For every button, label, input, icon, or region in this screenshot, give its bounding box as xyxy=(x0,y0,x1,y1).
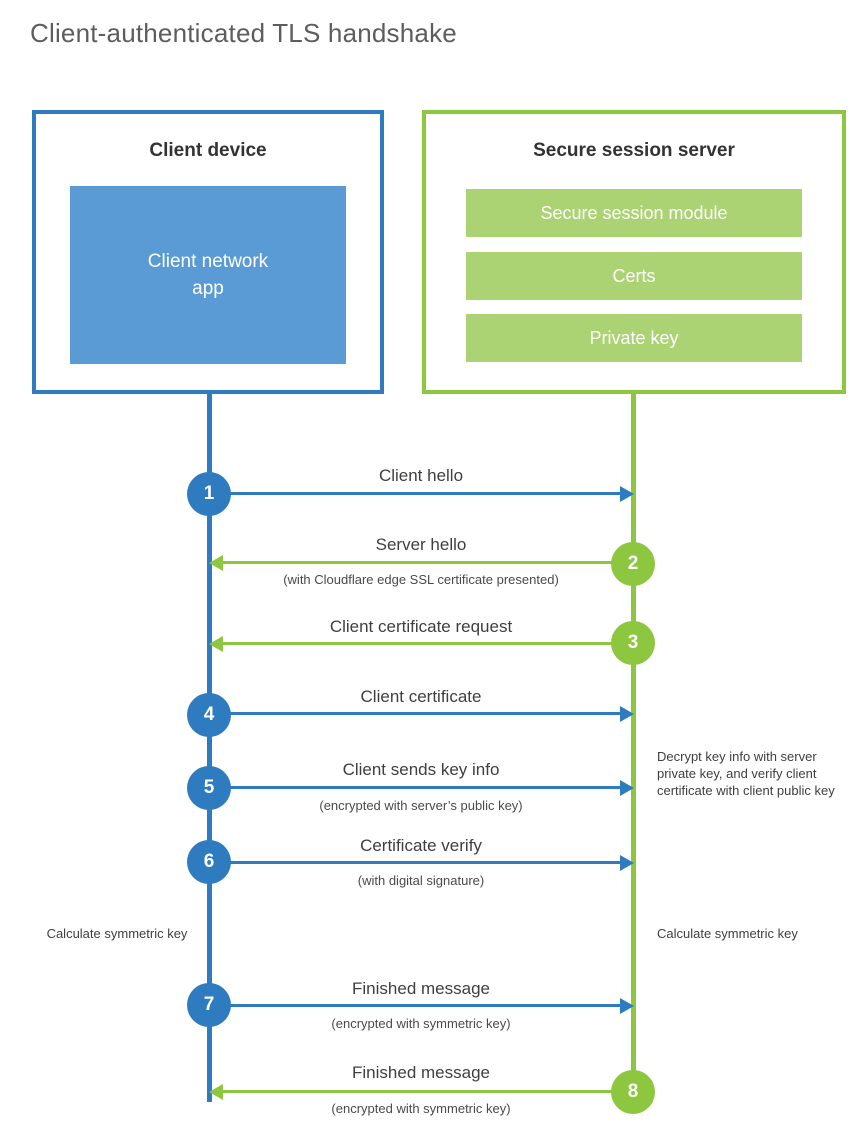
client-app-line2: app xyxy=(192,278,224,299)
step-2-sublabel: (with Cloudflare edge SSL certificate pr… xyxy=(283,572,559,587)
step-1-label: Client hello xyxy=(378,466,464,485)
step-6-sublabel: (with digital signature) xyxy=(357,873,485,888)
client-device-panel: Client device Client network app xyxy=(32,110,384,394)
step-7-label: Finished message xyxy=(352,979,490,998)
step-8-arrowhead-icon xyxy=(209,1084,223,1100)
step-7-arrowhead-icon xyxy=(620,998,634,1014)
note-decrypt-key-info: Decrypt key info with server private key… xyxy=(657,749,835,798)
note-calculate-symmetric-key-client: Calculate symmetric key xyxy=(46,926,188,941)
server-block-private-key: Private key xyxy=(466,314,802,362)
server-block-secure-session-module: Secure session module xyxy=(466,189,802,237)
client-app-line1: Client network xyxy=(147,251,269,272)
step-5-label: Client sends key info xyxy=(342,760,500,779)
step-1-arrow-line xyxy=(209,492,623,495)
step-2-arrow-line xyxy=(213,561,627,564)
server-lifeline xyxy=(631,392,636,1092)
client-device-title: Client device xyxy=(149,140,267,161)
step-5-arrowhead-icon xyxy=(620,780,634,796)
step-6-arrow-line xyxy=(209,861,623,864)
step-8-circle[interactable]: 8 xyxy=(611,1070,655,1114)
note-calculate-symmetric-key-server: Calculate symmetric key xyxy=(657,926,798,941)
client-lifeline xyxy=(207,392,212,1102)
step-4-label: Client certificate xyxy=(360,687,482,706)
server-block-certs: Certs xyxy=(466,252,802,300)
secure-session-server-title: Secure session server xyxy=(533,140,735,161)
step-6-arrowhead-icon xyxy=(620,855,634,871)
client-network-app-label: Client network app xyxy=(148,248,268,302)
page-title: Client-authenticated TLS handshake xyxy=(30,18,457,48)
step-6-label: Certificate verify xyxy=(360,836,482,855)
step-8-arrow-line xyxy=(213,1090,627,1093)
step-4-circle[interactable]: 4 xyxy=(187,693,231,737)
step-7-circle[interactable]: 7 xyxy=(187,983,231,1027)
client-network-app-block: Client network app xyxy=(70,186,346,364)
step-1-arrowhead-icon xyxy=(620,486,634,502)
step-8-sublabel: (encrypted with symmetric key) xyxy=(331,1101,511,1116)
step-3-circle[interactable]: 3 xyxy=(611,621,655,665)
step-1-circle[interactable]: 1 xyxy=(187,472,231,516)
step-3-label: Client certificate request xyxy=(329,617,513,636)
secure-session-server-panel: Secure session server Secure session mod… xyxy=(422,110,846,394)
step-7-sublabel: (encrypted with symmetric key) xyxy=(331,1016,511,1031)
step-7-arrow-line xyxy=(209,1004,623,1007)
step-4-arrow-line xyxy=(209,712,623,715)
step-3-arrowhead-icon xyxy=(209,636,223,652)
step-5-sublabel: (encrypted with server’s public key) xyxy=(319,798,523,813)
step-4-arrowhead-icon xyxy=(620,706,634,722)
step-8-label: Finished message xyxy=(352,1063,490,1082)
step-5-circle[interactable]: 5 xyxy=(187,766,231,810)
step-2-circle[interactable]: 2 xyxy=(611,542,655,586)
step-6-circle[interactable]: 6 xyxy=(187,840,231,884)
step-5-arrow-line xyxy=(209,786,623,789)
step-3-arrow-line xyxy=(213,642,627,645)
step-2-label: Server hello xyxy=(375,535,467,554)
step-2-arrowhead-icon xyxy=(209,555,223,571)
